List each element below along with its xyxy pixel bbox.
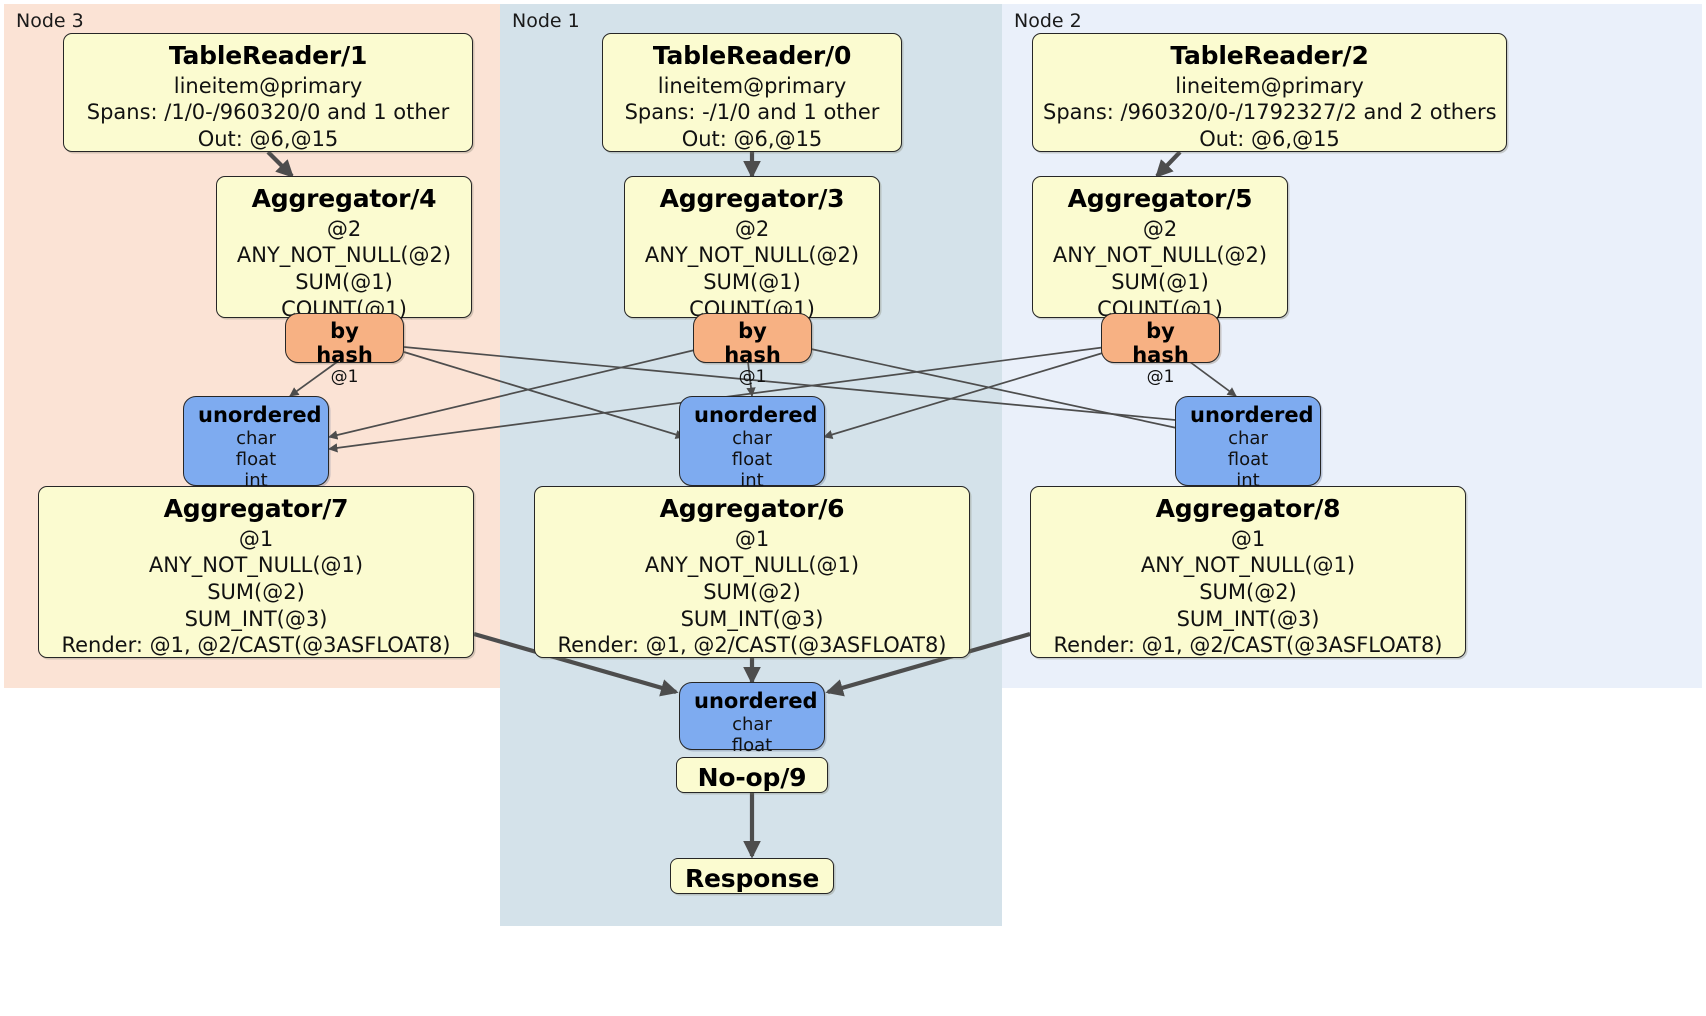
processor-detail-table: lineitem@primary [173,73,363,98]
processor-detail-agg-1: SUM(@2) [207,580,305,605]
processor-detail-groupcols: @2 [326,216,362,241]
processor-detail-agg-0: ANY_NOT_NULL(@1) [644,553,860,578]
panel-node-2-label: Node 2 [1014,10,1082,32]
processor-aggregator-6[interactable]: Aggregator/6 @1 ANY_NOT_NULL(@1) SUM(@2)… [534,486,970,658]
processor-detail-out: Out: @6,@15 [681,127,823,152]
receiver-type-1: float [235,449,277,470]
processor-aggregator-7[interactable]: Aggregator/7 @1 ANY_NOT_NULL(@1) SUM(@2)… [38,486,474,658]
processor-response[interactable]: Response [670,858,834,894]
processor-detail-render: Render: @1, @2/CAST(@3ASFLOAT8) [61,633,451,658]
router-title: by hash [1132,319,1189,367]
panel-node-3-label: Node 3 [16,10,84,32]
processor-detail-table: lineitem@primary [657,73,847,98]
receiver-type-2: int [740,470,764,491]
processor-aggregator-5[interactable]: Aggregator/5 @2 ANY_NOT_NULL(@2) SUM(@1)… [1032,176,1288,321]
receiver-type-0: char [732,714,772,735]
processor-detail-table: lineitem@primary [1175,73,1364,98]
router-title: by hash [316,319,373,367]
router-columns: @1 [738,367,767,387]
processor-title: TableReader/0 [652,41,852,70]
processor-detail-groupcols: @1 [1230,526,1266,551]
receiver-unordered-final[interactable]: unordered char float [679,682,825,756]
router-title: by hash [724,319,781,367]
receiver-title: unordered [1190,403,1314,427]
processor-title: Aggregator/4 [251,184,437,213]
router-by-hash-node-3[interactable]: by hash @1 [285,313,404,387]
processor-table-reader-1[interactable]: TableReader/1 lineitem@primary Spans: /1… [63,33,473,152]
processor-detail-agg-2: SUM_INT(@3) [1176,606,1320,631]
receiver-unordered-node-2[interactable]: unordered char float int [1175,396,1321,491]
processor-title: Aggregator/6 [659,494,845,523]
processor-detail-spans: Spans: -/1/0 and 1 other [624,100,880,125]
processor-detail-out: Out: @6,@15 [197,127,339,152]
processor-title: Aggregator/7 [163,494,349,523]
processor-detail-spans: Spans: /960320/0-/1792327/2 and 2 others [1043,100,1497,125]
processor-table-reader-0[interactable]: TableReader/0 lineitem@primary Spans: -/… [602,33,902,152]
processor-title: Aggregator/3 [659,184,845,213]
processor-title: Response [685,864,820,893]
processor-detail-agg-2: SUM_INT(@3) [184,606,328,631]
processor-detail-agg-1: SUM(@2) [703,580,801,605]
receiver-unordered-node-1[interactable]: unordered char float int [679,396,825,491]
processor-detail-agg-0: ANY_NOT_NULL(@2) [1052,243,1268,268]
processor-detail-agg-1: SUM(@1) [295,270,393,295]
processor-detail-agg-1: SUM(@1) [1111,270,1209,295]
panel-node-1-label: Node 1 [512,10,580,32]
receiver-unordered-node-3[interactable]: unordered char float int [183,396,329,491]
processor-detail-agg-2: SUM_INT(@3) [680,606,824,631]
processor-detail-render: Render: @1, @2/CAST(@3ASFLOAT8) [557,633,947,658]
receiver-title: unordered [198,403,322,427]
processor-detail-groupcols: @2 [734,216,770,241]
receiver-title: unordered [694,689,818,713]
receiver-type-0: char [236,428,276,449]
processor-detail-agg-0: ANY_NOT_NULL(@2) [236,243,452,268]
processor-detail-render: Render: @1, @2/CAST(@3ASFLOAT8) [1053,633,1443,658]
processor-detail-spans: Spans: /1/0-/960320/0 and 1 other [86,100,450,125]
receiver-type-2: int [1236,470,1260,491]
router-columns: @1 [1146,367,1175,387]
router-by-hash-node-1[interactable]: by hash @1 [693,313,812,387]
receiver-title: unordered [694,403,818,427]
processor-title: TableReader/1 [168,41,368,70]
processor-aggregator-3[interactable]: Aggregator/3 @2 ANY_NOT_NULL(@2) SUM(@1)… [624,176,880,321]
router-columns: @1 [330,367,359,387]
processor-detail-agg-0: ANY_NOT_NULL(@1) [1140,553,1356,578]
processor-detail-groupcols: @1 [238,526,274,551]
processor-aggregator-8[interactable]: Aggregator/8 @1 ANY_NOT_NULL(@1) SUM(@2)… [1030,486,1466,658]
processor-title: No-op/9 [697,763,807,792]
processor-title: Aggregator/8 [1155,494,1341,523]
receiver-type-1: float [731,449,773,470]
processor-title: TableReader/2 [1170,41,1369,70]
receiver-type-0: char [732,428,772,449]
processor-no-op-9[interactable]: No-op/9 [676,757,828,793]
processor-detail-groupcols: @2 [1142,216,1178,241]
receiver-type-1: float [1227,449,1269,470]
processor-detail-agg-0: ANY_NOT_NULL(@2) [644,243,860,268]
processor-table-reader-2[interactable]: TableReader/2 lineitem@primary Spans: /9… [1032,33,1507,152]
router-by-hash-node-2[interactable]: by hash @1 [1101,313,1220,387]
processor-detail-agg-0: ANY_NOT_NULL(@1) [148,553,364,578]
processor-title: Aggregator/5 [1067,184,1253,213]
processor-detail-groupcols: @1 [734,526,770,551]
processor-detail-out: Out: @6,@15 [1199,127,1340,152]
processor-detail-agg-1: SUM(@1) [703,270,801,295]
processor-detail-agg-1: SUM(@2) [1199,580,1297,605]
receiver-type-1: float [731,735,773,756]
processor-aggregator-4[interactable]: Aggregator/4 @2 ANY_NOT_NULL(@2) SUM(@1)… [216,176,472,321]
receiver-type-0: char [1228,428,1268,449]
receiver-type-2: int [244,470,268,491]
